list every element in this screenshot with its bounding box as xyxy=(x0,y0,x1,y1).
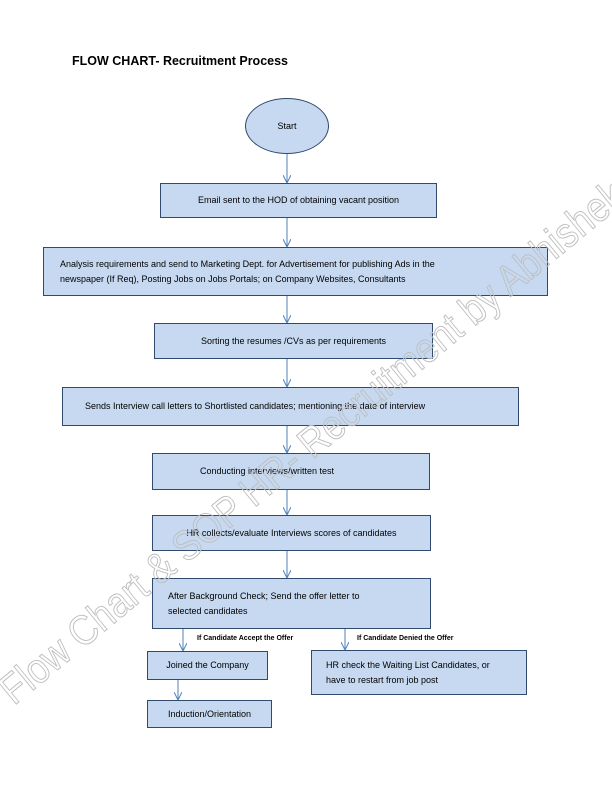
conducting-label: Conducting interviews/written test xyxy=(200,466,335,476)
start-node: Start xyxy=(245,98,329,154)
joined-label: Joined the Company xyxy=(166,660,249,670)
denied-condition-label: If Candidate Denied the Offer xyxy=(357,635,454,642)
waiting-label-line2: have to restart from job post xyxy=(326,674,439,685)
interview-calls-box: Sends Interview call letters to Shortlis… xyxy=(62,387,519,426)
conducting-box: Conducting interviews/written test xyxy=(152,453,430,490)
waiting-label-line1: HR check the Waiting List Candidates, or xyxy=(326,659,490,670)
waiting-list-box: HR check the Waiting List Candidates, or… xyxy=(311,650,527,695)
induction-box: Induction/Orientation xyxy=(147,700,272,728)
sorting-label: Sorting the resumes /CVs as per requirem… xyxy=(200,335,387,346)
sorting-box: Sorting the resumes /CVs as per requirem… xyxy=(154,323,433,359)
analysis-label-line1: Analysis requirements and send to Market… xyxy=(60,258,435,269)
email-hod-label: Email sent to the HOD of obtaining vacan… xyxy=(197,195,400,205)
page-title: FLOW CHART- Recruitment Process xyxy=(72,54,289,68)
email-hod-box: Email sent to the HOD of obtaining vacan… xyxy=(160,183,437,218)
hr-collects-label: HR collects/evaluate Interviews scores o… xyxy=(186,527,397,538)
induction-label: Induction/Orientation xyxy=(167,708,252,719)
joined-box: Joined the Company xyxy=(147,651,268,680)
offer-letter-box: After Background Check; Send the offer l… xyxy=(152,578,431,629)
accept-condition-label: If Candidate Accept the Offer xyxy=(197,635,294,642)
offer-label-line2: selected candidates xyxy=(168,605,248,616)
analysis-label-line2: newspaper (If Req), Posting Jobs on Jobs… xyxy=(60,273,406,284)
analysis-box: Analysis requirements and send to Market… xyxy=(43,247,548,296)
interview-calls-label: Sends Interview call letters to Shortlis… xyxy=(85,401,426,411)
offer-label-line1: After Background Check; Send the offer l… xyxy=(168,590,360,601)
hr-collects-box: HR collects/evaluate Interviews scores o… xyxy=(152,515,431,551)
start-label: Start xyxy=(277,121,297,131)
